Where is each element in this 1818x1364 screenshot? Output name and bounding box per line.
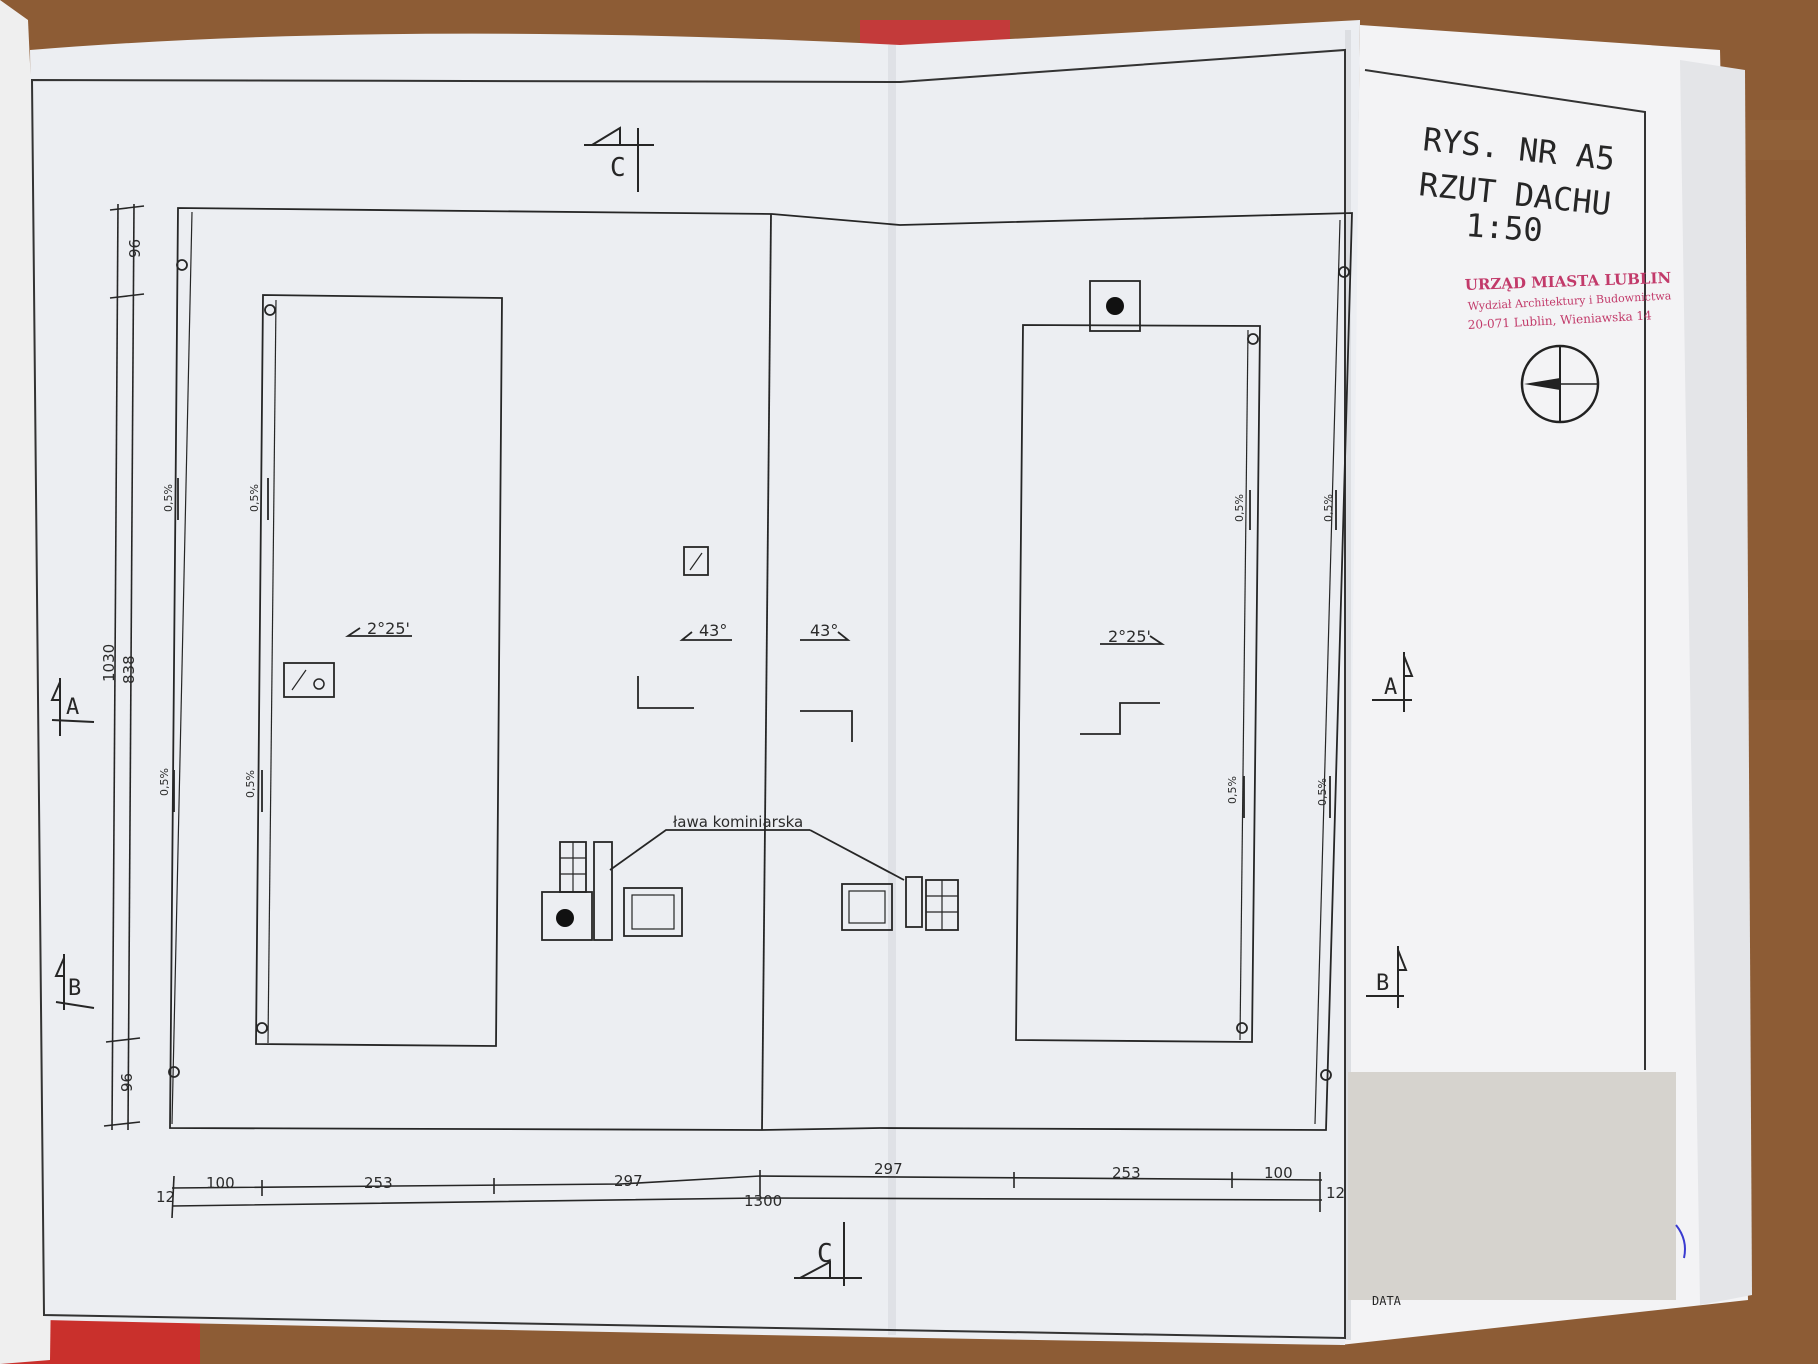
left-skylight-area — [255, 294, 503, 1047]
roof-outline-inner — [171, 211, 193, 1125]
chimney-flue-icon — [1106, 297, 1124, 315]
drain-icon — [264, 304, 276, 316]
chimney-bench-label: ława kominiarska — [673, 813, 803, 831]
drain-icon — [256, 1022, 268, 1034]
section-step-mid — [800, 710, 853, 742]
section-label-c-top: C — [610, 153, 626, 183]
section-marker-a-left — [50, 678, 95, 736]
dim-vertical-total: 1030 — [100, 644, 118, 682]
date-label: DATA — [1372, 1294, 1402, 1308]
vent-block-icon — [283, 662, 335, 698]
dim-bottom-0: 12 — [156, 1188, 175, 1206]
section-marker-c-top — [584, 126, 654, 192]
left-inner-edge — [267, 299, 277, 1044]
dim-bottom-total: 1300 — [744, 1192, 782, 1210]
sheet-border — [30, 48, 1346, 1340]
dim-bottom-4: 297 — [874, 1160, 903, 1178]
right-inner-edge — [1239, 329, 1249, 1041]
gutter-slope-label: 0,5% — [1226, 776, 1239, 804]
section-label-a-right: A — [1384, 675, 1397, 700]
vent-circle-icon — [313, 678, 325, 690]
page-stack-right-2 — [1680, 60, 1752, 1305]
dim-vertical-top: 96 — [126, 239, 144, 258]
section-marker-b-right — [1366, 946, 1408, 1008]
roof-outline-inner-right — [1314, 219, 1341, 1125]
drain-icon — [176, 259, 188, 271]
section-step-right — [1080, 702, 1160, 735]
chimney-flue-left-icon — [556, 909, 574, 927]
section-label-a-left: A — [66, 695, 79, 720]
north-arrow-icon — [1520, 344, 1600, 424]
leader-line-left — [609, 829, 810, 871]
leader-line-right — [809, 829, 905, 881]
dim-bottom-2: 253 — [364, 1174, 393, 1192]
pitch-left: 43° — [699, 621, 727, 640]
slope-arrow-left — [345, 627, 412, 637]
gutter-slope-label: 0,5% — [248, 484, 261, 512]
slope-left-roof: 2°25' — [367, 619, 410, 638]
gutter-slope-label: 0,5% — [158, 768, 171, 796]
chimney-bench-left — [593, 841, 613, 941]
chimney-bench-right — [905, 876, 923, 928]
section-marker-b-left — [54, 954, 95, 1010]
drain-icon — [168, 1066, 180, 1078]
gutter-slope-label: 0,5% — [162, 484, 175, 512]
redaction-box — [1348, 1072, 1676, 1300]
skylight-left-icon — [623, 887, 683, 937]
dim-bottom-6: 100 — [1264, 1164, 1293, 1182]
roof-plan — [168, 207, 1353, 1131]
sheet-fold-right — [1345, 30, 1351, 1340]
slope-right-roof: 2°25' — [1108, 627, 1151, 646]
roof-outline — [169, 207, 1353, 1131]
section-marker-c-bottom — [794, 1222, 862, 1286]
section-label-b-right: B — [1376, 971, 1389, 996]
pitch-arrow-right — [800, 631, 851, 641]
vent-icon — [683, 546, 709, 576]
skylight-right-icon — [841, 883, 893, 931]
gutter-slope-label: 0,5% — [1316, 778, 1329, 806]
red-binder-top — [860, 20, 1010, 45]
roof-ridge-line — [761, 213, 772, 1131]
gutter-slope-label: 0,5% — [1322, 494, 1335, 522]
slope-arrow-right — [1100, 635, 1165, 645]
section-label-c-bottom: C — [817, 1239, 833, 1269]
gutter-slope-label: 0,5% — [244, 770, 257, 798]
pitch-right: 43° — [810, 621, 838, 640]
dimension-lines — [103, 203, 1323, 1219]
drain-icon — [1338, 266, 1350, 278]
chimney-icon — [1089, 280, 1141, 332]
title-block-frame — [1364, 69, 1646, 1070]
section-marker-a-right — [1372, 652, 1414, 712]
drawing-sheet — [30, 20, 1360, 1345]
drain-icon — [1236, 1022, 1248, 1034]
drain-icon — [1320, 1069, 1332, 1081]
dim-bottom-3: 297 — [614, 1172, 643, 1190]
drain-icon — [1247, 333, 1259, 345]
dim-bottom-1: 100 — [206, 1174, 235, 1192]
section-step-left — [637, 676, 694, 709]
dim-vertical-mid: 838 — [120, 655, 138, 684]
section-label-b-left: B — [68, 976, 81, 1001]
drawing-scale: 1:50 — [1464, 206, 1544, 249]
right-skylight-area — [1015, 324, 1261, 1043]
dim-bottom-5: 253 — [1112, 1164, 1141, 1182]
dim-vertical-bottom: 96 — [118, 1073, 136, 1092]
gutter-slope-label: 0,5% — [1233, 494, 1246, 522]
pen-mark — [1675, 1224, 1686, 1259]
pitch-arrow-left — [679, 631, 732, 641]
sheet-fold — [888, 45, 896, 1335]
dim-bottom-7: 12 — [1326, 1184, 1345, 1202]
